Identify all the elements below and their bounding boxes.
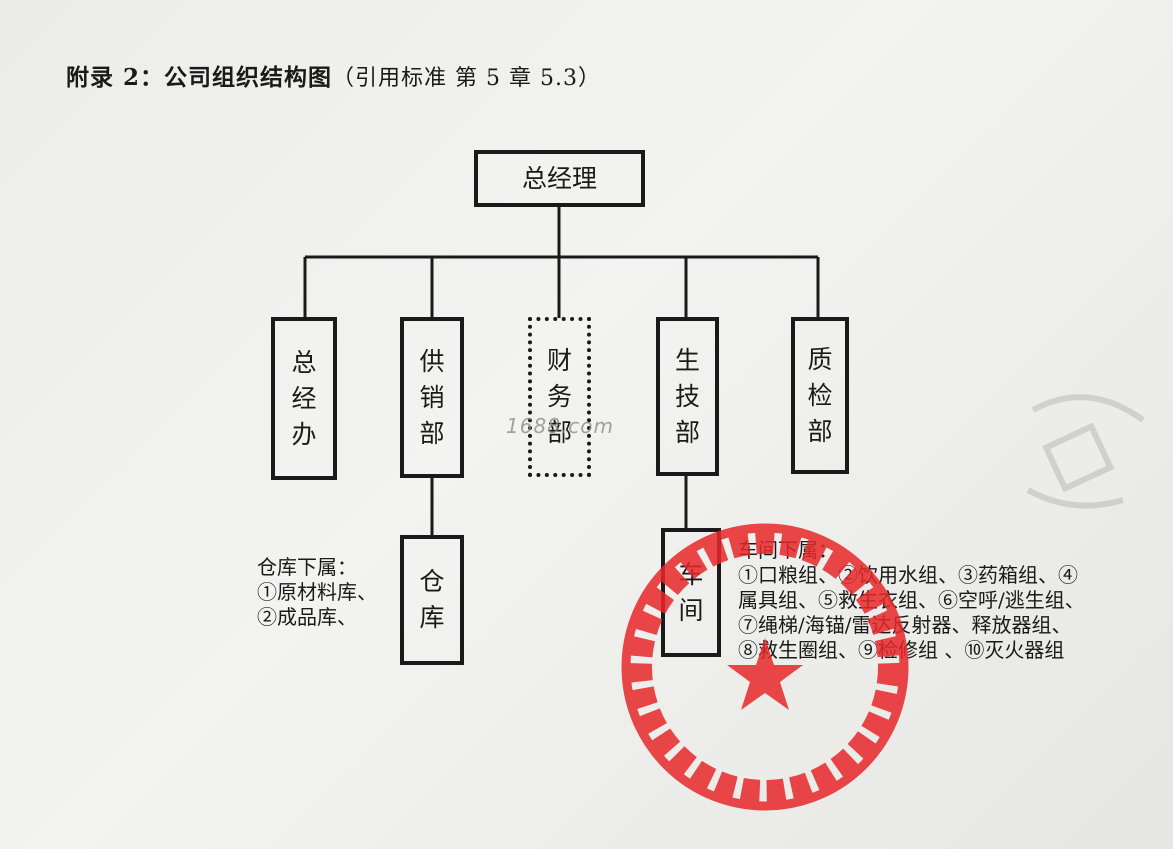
box-production-tech-label: 生技部	[674, 345, 700, 447]
page-title: 附录 2：公司组织结构图（引用标准 第 5 章 5.3）	[66, 58, 601, 92]
box-general-manager: 总经理	[474, 150, 645, 207]
watermark: 1688.com	[506, 414, 614, 438]
title-text: 附录 2：公司组织结构图	[66, 64, 333, 91]
box-production-tech: 生技部	[656, 317, 719, 476]
box-general-manager-label: 总经理	[521, 163, 597, 193]
warehouse-note: 仓库下属： ①原材料库、 ②成品库、	[257, 555, 377, 630]
workshop-note-line: ⑦绳梯/海锚/雷达反射器、释放器组、	[738, 613, 1072, 637]
warehouse-note-item: ②成品库、	[257, 605, 357, 629]
box-supply-sales-label: 供销部	[419, 346, 445, 448]
box-finance-label: 财务部	[546, 346, 572, 447]
box-warehouse-label: 仓库	[419, 567, 445, 632]
box-general-office-label: 总经办	[291, 347, 317, 449]
box-warehouse: 仓库	[400, 535, 464, 665]
star-icon	[727, 638, 803, 710]
box-finance: 财务部	[528, 317, 591, 477]
workshop-note-line: ①口粮组、②饮用水组、③药箱组、④	[738, 563, 1078, 587]
company-seal-stamp	[621, 523, 909, 811]
faded-seal-mark	[1026, 394, 1145, 509]
warehouse-note-item: ①原材料库、	[257, 580, 377, 604]
box-quality-inspection: 质检部	[791, 317, 849, 474]
box-quality-inspection-label: 质检部	[807, 344, 833, 446]
title-reference: （引用标准 第 5 章 5.3）	[332, 66, 601, 91]
box-general-office: 总经办	[271, 317, 337, 480]
workshop-note-line: 属具组、⑤救生衣组、⑥空呼/逃生组、	[738, 588, 1085, 612]
warehouse-note-heading: 仓库下属：	[257, 555, 357, 579]
box-supply-sales: 供销部	[400, 317, 464, 478]
